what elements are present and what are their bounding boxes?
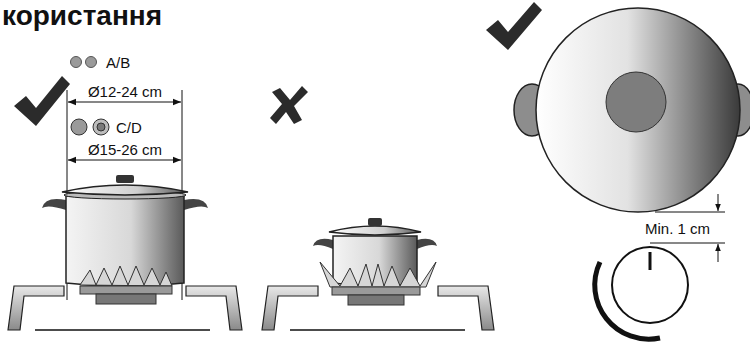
dimension-label: Ø15-26 cm xyxy=(86,142,164,157)
pot-correct xyxy=(42,175,208,287)
check-mark xyxy=(14,76,70,126)
cross-mark xyxy=(270,86,308,124)
check-mark xyxy=(486,2,542,50)
pot-top-view xyxy=(514,8,750,212)
pot-wrong xyxy=(313,218,437,286)
dimension-line xyxy=(68,101,181,102)
clearance-label: Min. 1 cm xyxy=(643,221,712,236)
burner xyxy=(80,266,172,304)
burner-type: A/B xyxy=(104,55,132,70)
burner-wide-flame xyxy=(320,262,436,305)
page-title: користання xyxy=(2,2,162,30)
dimension-line xyxy=(68,159,181,160)
burner-type: C/D xyxy=(114,120,144,135)
control-knob xyxy=(595,247,688,339)
dimension-label: Ø12-24 cm xyxy=(86,84,164,99)
